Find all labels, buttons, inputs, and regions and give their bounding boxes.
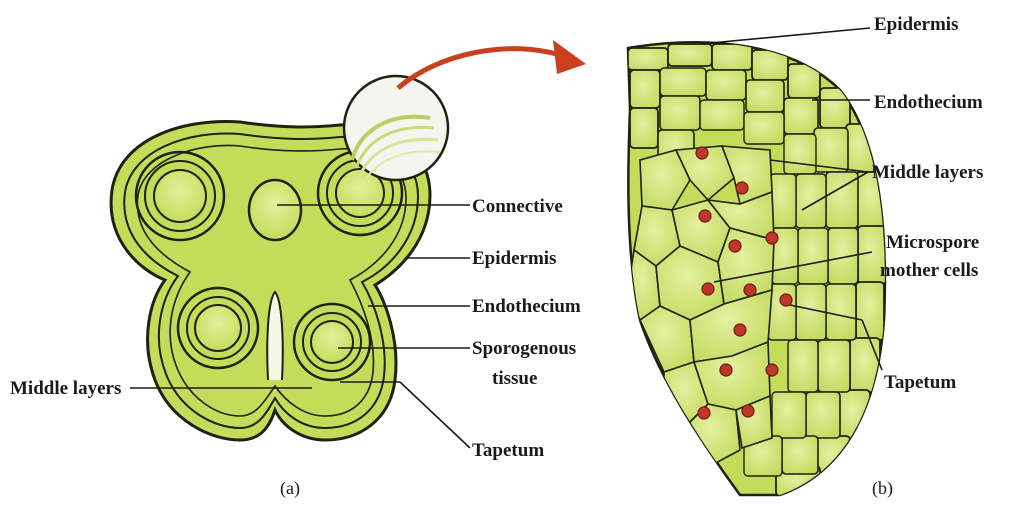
anther-wall-magnified xyxy=(626,41,887,497)
anther-notch xyxy=(266,290,284,381)
microspore-mother-cell-nuclei xyxy=(695,146,793,420)
magnify-arrow xyxy=(396,46,561,90)
label-microspore-1: Microspore xyxy=(886,232,979,253)
label-sporogenous-1: Sporogenous xyxy=(472,338,576,359)
magnify-arrow-head xyxy=(553,40,586,74)
microsporangium-bottom-left xyxy=(176,286,260,370)
label-middle-layers-b: Middle layers xyxy=(872,162,983,183)
panel-a-leader-lines xyxy=(130,204,471,449)
label-epidermis-b: Epidermis xyxy=(874,14,958,35)
anther-cross-section xyxy=(109,40,586,442)
microsporangium-top-left xyxy=(134,150,226,242)
label-tapetum-b: Tapetum xyxy=(884,372,956,393)
caption-a: (a) xyxy=(280,478,300,499)
wall-cells xyxy=(628,43,885,495)
panel-b-labels: Epidermis Endothecium Middle layers Micr… xyxy=(872,14,983,499)
label-middle-layers-a: Middle layers xyxy=(10,378,121,399)
caption-b: (b) xyxy=(872,478,893,499)
connective-tissue xyxy=(247,178,303,242)
label-epidermis-a: Epidermis xyxy=(472,248,556,269)
label-connective: Connective xyxy=(472,196,563,217)
label-microspore-2: mother cells xyxy=(880,260,978,281)
panel-b-leader-lines xyxy=(699,27,883,371)
microsporangium-bottom-right xyxy=(292,302,372,382)
label-endothecium-b: Endothecium xyxy=(874,92,983,113)
label-tapetum-a: Tapetum xyxy=(472,440,544,461)
magnifier-circle xyxy=(342,74,450,182)
panel-a-labels: Connective Epidermis Endothecium Sporoge… xyxy=(10,196,581,499)
label-endothecium-a: Endothecium xyxy=(472,296,581,317)
label-sporogenous-2: tissue xyxy=(492,368,537,389)
